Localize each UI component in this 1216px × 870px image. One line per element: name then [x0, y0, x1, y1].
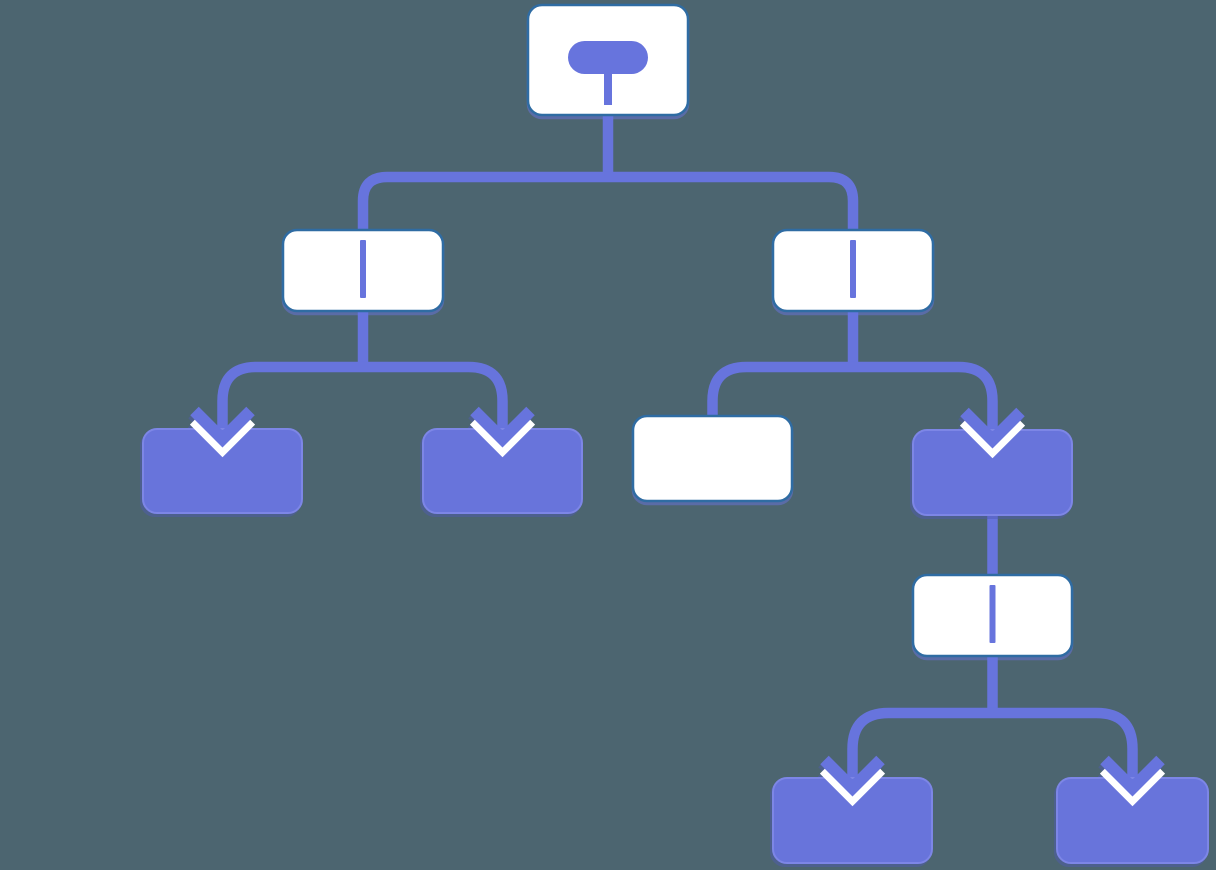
edge-branch-n-e [847, 707, 1138, 786]
edge-branch-root [357, 171, 859, 232]
node-leaf-a[interactable] [142, 406, 303, 514]
node-n-left[interactable] [281, 228, 445, 313]
chevron-highlight [959, 416, 1026, 459]
node-leaf-g[interactable] [1056, 755, 1209, 864]
chevron-arrowhead [820, 755, 885, 797]
edge-branch-n-left [217, 361, 508, 437]
node-n-c[interactable] [631, 414, 794, 503]
chevron-highlight [469, 415, 536, 458]
chevron-down-icon [959, 407, 1026, 459]
chevron-highlight [819, 764, 886, 807]
node-n-d[interactable] [912, 407, 1073, 516]
vertical-bar-icon [989, 585, 996, 643]
chevron-arrowhead [1100, 755, 1165, 797]
chevron-down-icon [1099, 755, 1166, 807]
chevron-down-icon [819, 755, 886, 807]
node-root[interactable] [526, 3, 690, 117]
node-leaf-b-box[interactable] [422, 428, 583, 514]
node-n-right[interactable] [771, 228, 935, 313]
root-pill-stem [604, 67, 612, 105]
node-n-e[interactable] [911, 573, 1074, 658]
edge-branch-n-right [707, 361, 998, 438]
node-leaf-g-box[interactable] [1056, 777, 1209, 864]
nodes-layer [142, 3, 1209, 864]
chevron-arrowhead [190, 406, 255, 448]
chevron-arrowhead [470, 406, 535, 448]
node-leaf-a-box[interactable] [142, 428, 303, 514]
node-n-c-box[interactable] [631, 414, 794, 503]
chevron-highlight [1099, 764, 1166, 807]
root-pill-icon [568, 41, 648, 74]
chevron-down-icon [189, 406, 256, 458]
chevron-arrowhead [960, 407, 1025, 449]
node-leaf-f[interactable] [772, 755, 933, 864]
chevron-highlight [189, 415, 256, 458]
node-leaf-f-box[interactable] [772, 777, 933, 864]
node-leaf-b[interactable] [422, 406, 583, 514]
chevron-down-icon [469, 406, 536, 458]
vertical-bar-icon [850, 240, 856, 298]
node-n-d-box[interactable] [912, 429, 1073, 516]
vertical-bar-icon [360, 240, 366, 298]
edges-layer [217, 113, 1138, 786]
